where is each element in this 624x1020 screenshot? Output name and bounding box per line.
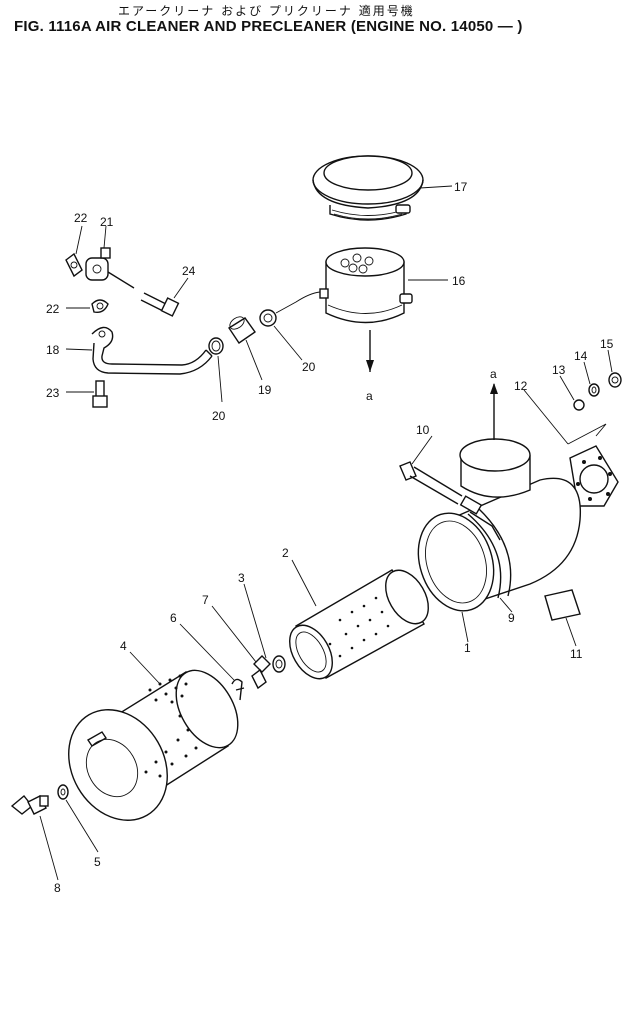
callout-20-left: 20 xyxy=(212,409,226,423)
callout-labels: 17 16 22 21 24 22 18 23 20 19 20 a a 10 … xyxy=(46,180,614,895)
callout-8: 8 xyxy=(54,881,61,895)
inner-element-part-2 xyxy=(289,569,429,680)
gasket-part-5 xyxy=(57,784,69,800)
air-cleaner-body-part-1 xyxy=(417,438,582,612)
washer-part-13 xyxy=(573,399,585,411)
callout-11: 11 xyxy=(570,647,583,661)
callout-23: 23 xyxy=(46,386,60,400)
callout-18: 18 xyxy=(46,343,60,357)
callout-14: 14 xyxy=(574,349,588,363)
wing-nut-part-7 xyxy=(251,655,271,690)
callout-24: 24 xyxy=(182,264,196,278)
callout-10: 10 xyxy=(416,423,430,437)
callout-15: 15 xyxy=(600,337,614,351)
gasket-part-22-upper xyxy=(65,252,83,278)
wing-nut-part-8 xyxy=(10,795,49,815)
fitting-part-21 xyxy=(85,247,135,289)
callout-21: 21 xyxy=(100,215,114,229)
callout-16: 16 xyxy=(452,274,466,288)
callout-7: 7 xyxy=(202,593,209,607)
callout-5: 5 xyxy=(94,855,101,869)
leader-lines xyxy=(39,185,613,881)
callout-20-right: 20 xyxy=(302,360,316,374)
clamp-part-20-left xyxy=(208,337,224,355)
figure-title: FIG. 1116A AIR CLEANER AND PRECLEANER (E… xyxy=(14,18,523,35)
label-plate-part-11 xyxy=(544,589,581,621)
reference-a-upper: a xyxy=(490,367,497,381)
callout-4: 4 xyxy=(120,639,127,653)
bolt-part-23 xyxy=(92,380,108,408)
callout-22-upper: 22 xyxy=(74,211,88,225)
connector-line xyxy=(275,291,321,314)
callout-22-lower: 22 xyxy=(46,302,60,316)
inner-element-perforations xyxy=(328,596,390,658)
hose-part-19 xyxy=(228,316,256,344)
callout-9: 9 xyxy=(508,611,515,625)
reference-arrow-up xyxy=(490,383,498,440)
hardware-bracket-line xyxy=(567,423,607,445)
bolt-part-24 xyxy=(140,292,180,317)
callout-2: 2 xyxy=(282,546,289,560)
precleaner-cap-part-17 xyxy=(312,155,424,221)
bolt-part-10 xyxy=(399,461,463,505)
reference-arrow-down xyxy=(366,330,374,372)
gasket-part-22-lower xyxy=(91,299,109,314)
callout-1: 1 xyxy=(464,641,471,655)
callout-3: 3 xyxy=(238,571,245,585)
outer-element-perforations xyxy=(144,674,198,778)
nut-part-15 xyxy=(608,372,622,388)
callout-6: 6 xyxy=(170,611,177,625)
callout-19: 19 xyxy=(258,383,272,397)
seal-washer-part-3 xyxy=(272,655,286,673)
clamp-part-20-right xyxy=(259,309,277,327)
clamp-band-part-9 xyxy=(459,495,512,599)
precleaner-body-part-16 xyxy=(319,247,413,324)
pipe-part-18 xyxy=(91,326,213,375)
callout-13: 13 xyxy=(552,363,566,377)
clip-part-6 xyxy=(231,678,245,701)
callout-17: 17 xyxy=(454,180,468,194)
reference-a-lower: a xyxy=(366,389,373,403)
washer-part-14 xyxy=(588,383,600,397)
outer-element-part-4 xyxy=(68,669,239,821)
japanese-title: エアークリーナ および プリクリーナ 適用号機 xyxy=(118,4,415,18)
callout-12: 12 xyxy=(514,379,528,393)
